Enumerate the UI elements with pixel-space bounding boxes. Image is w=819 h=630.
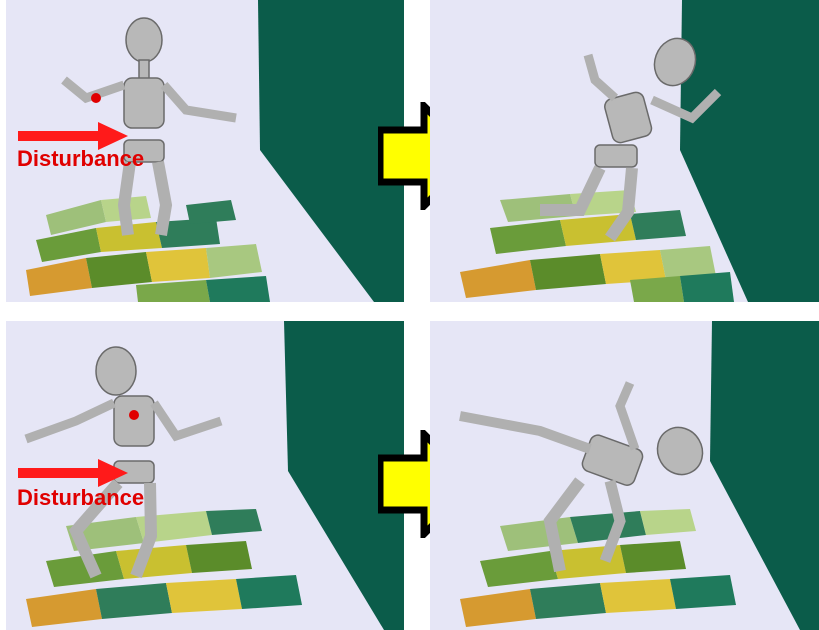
scene-top-right: [460, 0, 819, 302]
panel-bottom-right: [430, 321, 819, 630]
disturbance-label: Disturbance: [17, 485, 145, 510]
panel-top-right: [430, 0, 819, 302]
disturbance-label: Disturbance: [17, 146, 145, 171]
floor-tiles: [460, 190, 734, 302]
wall: [710, 321, 819, 630]
robot: [540, 37, 722, 242]
robot: [459, 381, 704, 573]
panel-bottom-left: Disturbance: [6, 321, 404, 630]
scene-bottom-right: [459, 321, 819, 630]
floor-tiles: [460, 509, 736, 627]
wall: [680, 0, 819, 302]
panel-top-left: Disturbance: [6, 0, 404, 302]
disturbance-arrow: [18, 459, 128, 487]
scene-top-left: [26, 0, 404, 302]
robot: [61, 17, 237, 236]
disturbance-arrow: [18, 122, 128, 150]
wall: [284, 321, 404, 630]
wall: [258, 0, 404, 302]
floor-tiles: [26, 509, 302, 627]
floor-tiles: [26, 196, 270, 302]
scene-bottom-left: [24, 321, 404, 630]
robot: [24, 346, 223, 579]
